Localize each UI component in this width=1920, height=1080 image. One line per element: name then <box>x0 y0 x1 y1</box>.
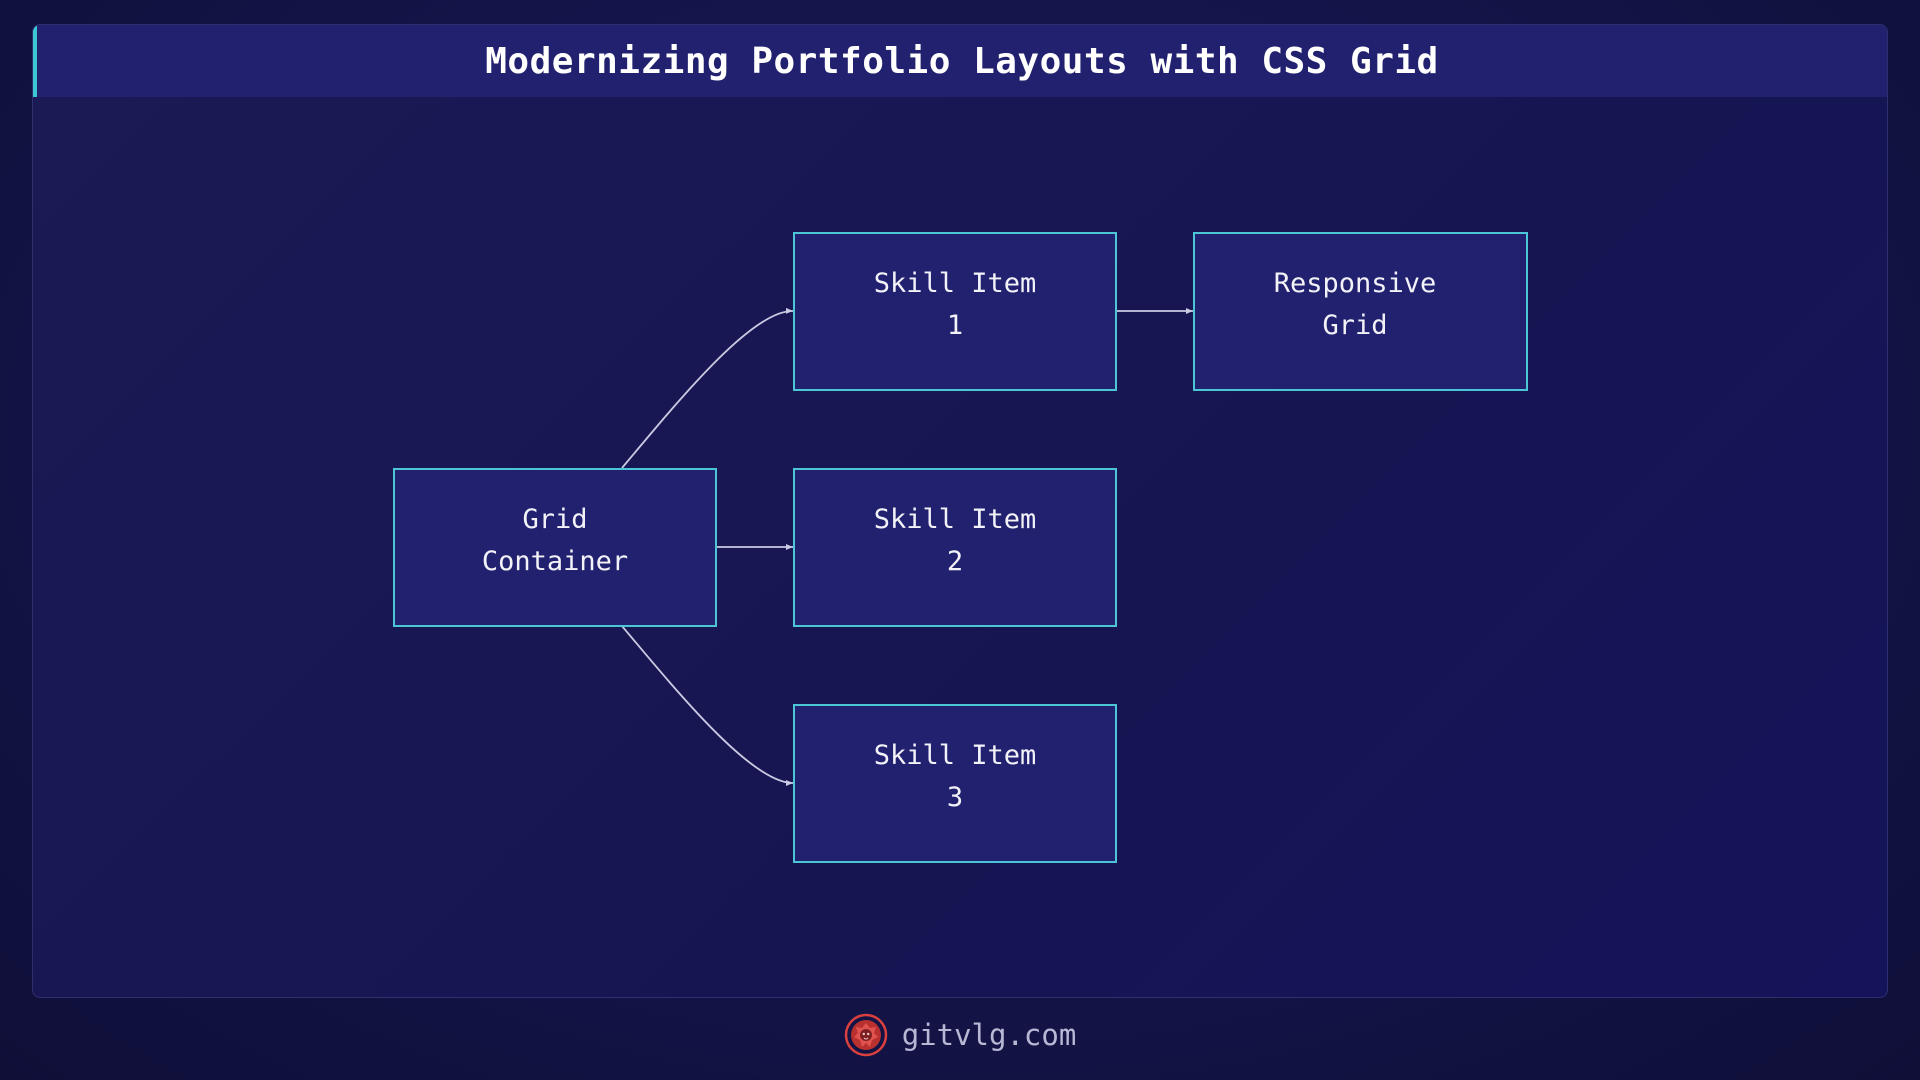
node-label: 1 <box>947 310 963 341</box>
node-responsive-grid: Responsive Grid <box>1193 232 1528 391</box>
node-skill-item-1: Skill Item 1 <box>793 232 1117 391</box>
footer: gitvlg.com <box>0 1010 1920 1060</box>
lion-logo-icon <box>844 1013 887 1057</box>
node-label: Skill Item <box>874 740 1037 771</box>
diagram-title: Modernizing Portfolio Layouts with CSS G… <box>485 40 1439 82</box>
node-label: 3 <box>947 782 963 813</box>
edge-container-to-skill-1 <box>621 307 794 469</box>
node-skill-item-3: Skill Item 3 <box>793 704 1117 863</box>
node-skill-item-2: Skill Item 2 <box>793 468 1117 627</box>
flow-diagram: Grid Container Skill Item 1 Skill Item 2… <box>393 232 1528 863</box>
node-label: Grid <box>1322 310 1387 341</box>
edge-container-to-skill-3 <box>621 625 794 786</box>
diagram-frame: Modernizing Portfolio Layouts with CSS G… <box>32 24 1888 998</box>
node-label: Responsive <box>1274 268 1437 299</box>
node-label: Skill Item <box>874 268 1037 299</box>
node-label: 2 <box>947 546 963 577</box>
site-url[interactable]: gitvlg.com <box>901 1018 1077 1052</box>
title-bar: Modernizing Portfolio Layouts with CSS G… <box>33 25 1887 97</box>
node-grid-container: Grid Container <box>393 468 717 627</box>
node-label: Skill Item <box>874 504 1037 535</box>
node-label: Grid <box>522 504 587 535</box>
node-label: Container <box>482 546 628 577</box>
